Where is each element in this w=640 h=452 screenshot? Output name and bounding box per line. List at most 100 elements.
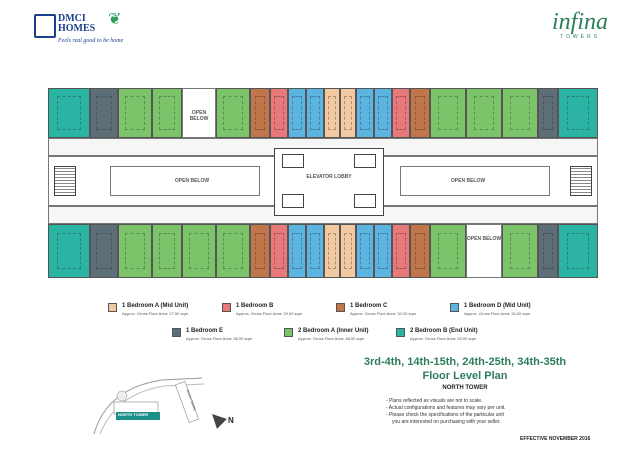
note-line: - Actual configurations and features may… — [386, 405, 506, 411]
elevator-lobby-label: ELEVATOR LOBBY — [306, 174, 352, 180]
void-bottom-right — [466, 224, 502, 278]
effective-date: EFFECTIVE NOVEMBER 2016 — [520, 436, 591, 442]
stair-left-icon — [54, 166, 76, 196]
legend-swatch — [108, 303, 117, 312]
legend-name: 1 Bedroom E — [186, 328, 224, 334]
unit-1br-e — [538, 224, 558, 278]
legend-name: 2 Bedroom B (End Unit) — [410, 328, 478, 334]
unit-1br-a — [324, 88, 340, 138]
legend-swatch — [336, 303, 345, 312]
open-below-left — [110, 166, 260, 196]
unit-1br-e — [90, 88, 118, 138]
legend-swatch — [172, 328, 181, 337]
note-line: - Plans reflected as visuals are not to … — [386, 398, 483, 404]
legend-area: Approx. Gross Floor Area: 32.00 sqm — [464, 311, 531, 316]
elevator-shaft — [354, 194, 376, 208]
unit-1br-b — [392, 88, 410, 138]
note-line: - Please check the specifications of the… — [386, 412, 504, 418]
unit-2br-a — [182, 224, 216, 278]
unit-1br-b — [392, 224, 410, 278]
legend-name: 1 Bedroom C — [350, 303, 388, 309]
unit-1br-c — [410, 224, 430, 278]
leaf-icon: ❦ — [108, 11, 122, 28]
unit-1br-b — [270, 88, 288, 138]
unit-1br-a — [340, 224, 356, 278]
legend-name: 1 Bedroom D (Mid Unit) — [464, 303, 531, 309]
unit-1br-d — [306, 88, 324, 138]
unit-1br-c — [410, 88, 430, 138]
elevator-shaft — [282, 154, 304, 168]
legend-swatch — [396, 328, 405, 337]
legend-area: Approx. Gross Floor Area: 27.50 sqm — [122, 311, 189, 316]
unit-1br-d — [356, 88, 374, 138]
compass: N — [207, 409, 240, 430]
unit-2br-a — [430, 224, 466, 278]
project-name: infina — [551, 9, 608, 35]
unit-1br-d — [374, 224, 392, 278]
unit-1br-e — [90, 224, 118, 278]
unit-2br-b — [48, 88, 90, 138]
unit-1br-e — [538, 88, 558, 138]
legend-area: Approx. Gross Floor Area: 53.00 sqm — [410, 336, 477, 341]
infina-towers-logo: infina TOWERS — [540, 10, 620, 60]
unit-2br-a — [152, 88, 182, 138]
unit-1br-d — [288, 224, 306, 278]
void-top-left — [182, 88, 216, 138]
legend-swatch — [222, 303, 231, 312]
unit-1br-a — [324, 224, 340, 278]
dmci-homes-logo: DMCI HOMES ❦ Feels real good to be home — [34, 11, 124, 54]
open-below-label: OPEN BELOW — [189, 110, 209, 122]
unit-2br-a — [118, 88, 152, 138]
legend-swatch — [450, 303, 459, 312]
unit-1br-c — [250, 224, 270, 278]
open-below-label: OPEN BELOW — [174, 178, 210, 184]
legend-name: 1 Bedroom A (Mid Unit) — [122, 303, 189, 309]
unit-2br-b — [48, 224, 90, 278]
elevator-shaft — [282, 194, 304, 208]
floor-plan-drawing: OPEN BELOW OPEN BELOW OPEN BELOW OPEN BE… — [48, 88, 598, 278]
disclaimer-notes: - Plans reflected as visuals are not to … — [386, 398, 586, 426]
legend-name: 2 Bedroom A (Inner Unit) — [298, 328, 369, 334]
unit-2br-a — [502, 224, 538, 278]
unit-2br-a — [216, 224, 250, 278]
stair-right-icon — [570, 166, 592, 196]
legend-area: Approx. Gross Floor Area: 29.00 sqm — [236, 311, 303, 316]
open-below-right — [400, 166, 550, 196]
unit-1br-d — [356, 224, 374, 278]
open-below-label: OPEN BELOW — [450, 178, 486, 184]
compass-label: N — [228, 416, 234, 425]
unit-2br-a — [502, 88, 538, 138]
keyplan-tower-label: NORTH TOWER — [118, 412, 149, 417]
unit-1br-a — [340, 88, 356, 138]
unit-1br-d — [288, 88, 306, 138]
unit-2br-a — [152, 224, 182, 278]
developer-tagline: Feels real good to be home — [58, 38, 124, 44]
unit-2br-a — [466, 88, 502, 138]
unit-2br-a — [430, 88, 466, 138]
unit-2br-b — [558, 88, 598, 138]
legend-area: Approx. Gross Floor Area: 36.00 sqm — [186, 336, 253, 341]
site-key-plan: NORTH TOWER SOUTH TOWER — [92, 376, 242, 436]
unit-1br-d — [306, 224, 324, 278]
legend-swatch — [284, 328, 293, 337]
unit-2br-a — [118, 224, 152, 278]
open-below-label: OPEN BELOW — [466, 236, 502, 242]
project-sub: TOWERS — [560, 34, 600, 40]
legend-name: 1 Bedroom B — [236, 303, 274, 309]
elevator-shaft — [354, 154, 376, 168]
site-map-icon — [93, 377, 205, 435]
unit-2br-a — [216, 88, 250, 138]
developer-name: DMCI HOMES — [58, 13, 96, 34]
tower-name: NORTH TOWER — [442, 385, 488, 391]
plan-title: Floor Level Plan — [422, 370, 508, 382]
legend-area: Approx. Gross Floor Area: 32.00 sqm — [350, 311, 417, 316]
note-line: you are interested on purchasing with yo… — [392, 419, 501, 425]
unit-1br-c — [250, 88, 270, 138]
unit-2br-b — [558, 224, 598, 278]
unit-1br-d — [374, 88, 392, 138]
north-arrow-icon — [207, 409, 227, 429]
legend-area: Approx. Gross Floor Area: 48.50 sqm — [298, 336, 365, 341]
dmci-logo-mark-icon — [34, 14, 56, 38]
